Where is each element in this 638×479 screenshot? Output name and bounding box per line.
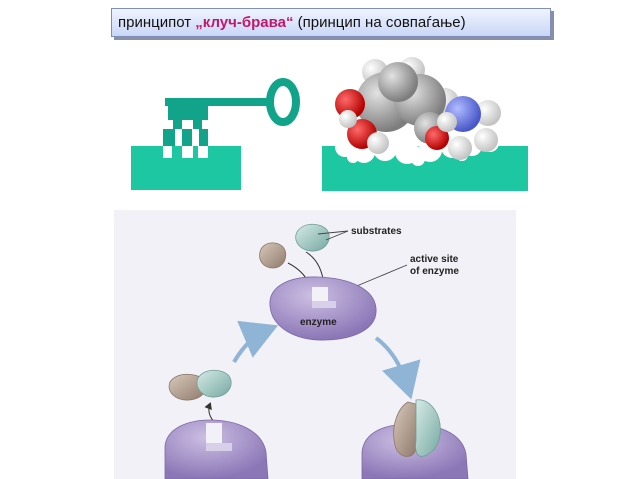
title-keyword: „клуч-брава“	[195, 14, 294, 31]
product-teal	[196, 369, 232, 398]
substrate-teal	[295, 223, 330, 252]
label-active-site-line2: of enzyme	[410, 266, 459, 277]
molecule-surface-illustration	[322, 57, 528, 191]
substrates-pointer	[317, 230, 349, 235]
enzyme-cycle-diagram: substrates active site of enzyme enzyme	[114, 210, 516, 479]
label-enzyme: enzyme	[300, 317, 337, 328]
cycle-arrow-right	[374, 336, 421, 400]
label-substrates: substrates	[351, 226, 402, 237]
enzyme-bottom-left	[164, 419, 269, 479]
molecule-model	[335, 57, 501, 160]
cycle-arrow-left	[232, 320, 279, 364]
enzyme-top	[269, 276, 377, 341]
title-banner: принципот „клуч-брава“ (принцип на совпа…	[111, 8, 551, 37]
substrate-brown	[259, 242, 287, 269]
label-active-site-line1: active site	[410, 254, 459, 265]
key-lock-illustration	[131, 78, 300, 190]
key-icon	[163, 78, 300, 146]
substrates-pointer	[325, 230, 349, 241]
enzyme-substrate-complex	[361, 399, 469, 479]
lock-base	[131, 146, 241, 190]
title-prefix: принципот	[118, 14, 196, 31]
title-suffix: (принцип на совпаѓање)	[293, 14, 466, 31]
